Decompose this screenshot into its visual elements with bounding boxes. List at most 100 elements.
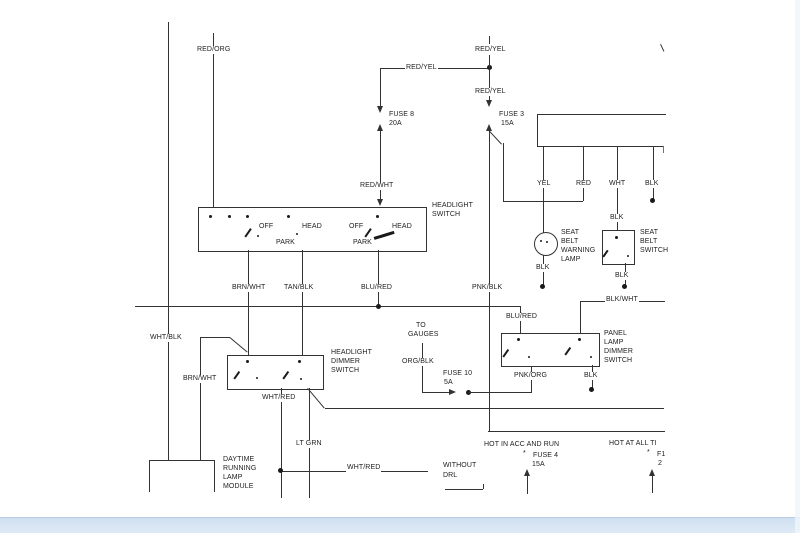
panel-lamp-dimmer-label: LAMP [603,339,625,347]
panel-lamp-dimmer-label: SWITCH [603,357,634,365]
to-gauges-label: TO [415,322,427,330]
switch-contact [578,338,581,341]
wire-pnk-blk-vertical [489,131,490,431]
switch-contact [256,377,258,379]
wire-label: WHT/BLK [149,334,183,342]
switch-position-label: HEAD [301,223,323,231]
wire-label: BLK [583,372,599,380]
wire-yel-vertical [543,146,544,286]
wire-wht-vertical [617,146,618,230]
without-drl-bracket-tick [483,484,484,489]
wire-label: RED/ORG [196,46,232,54]
wire-brn-wht-module-vertical [200,337,201,460]
panel-lamp-dimmer-label: PANEL [603,330,628,338]
fuse3-arrow-bottom-icon [486,124,492,131]
headlight-switch-entry-arrow-icon [377,199,383,206]
switch-contact [296,233,298,235]
wire-blk-wht-drop [580,301,581,333]
fuse-label: FUSE 3 [498,111,526,119]
wire-pnk-blk-bottom-horizontal [488,431,665,432]
without-drl-label: WITHOUT [442,462,478,470]
drl-module-right-edge [214,460,215,492]
seat-belt-warning-lamp-symbol [534,232,558,256]
power-label-hot-in-acc: HOT IN ACC AND RUN [483,441,561,449]
drl-module-label: MODULE [222,483,255,491]
switch-contact [590,356,592,358]
drl-module-label: LAMP [222,474,244,482]
blk-terminal-dot [622,284,627,289]
wire-blu-red-vertical [378,250,379,306]
seat-belt-warning-lamp-label: BELT [560,238,580,246]
wire-label: RED/YEL [474,46,507,54]
fuse-right-arrow-icon [649,469,655,476]
wire-fuse3-branch-vertical [503,143,504,201]
seat-belt-switch-label: BELT [639,238,659,246]
switch-contact [615,236,618,239]
wire-red-wht-vertical [380,131,381,201]
wire-fuse4-lead [527,476,528,494]
wire-label: PNK/BLK [471,284,504,292]
wire-tan-blk-vertical [302,250,303,355]
switch-contact [528,356,530,358]
fuse-rating-partial: 2 [657,460,663,468]
fuse-rating: 20A [388,120,403,128]
headlight-dimmer-switch-box [227,355,324,390]
wire-label: BLK/WHT [605,296,639,304]
connector-box-left-edge [537,114,538,146]
panel-lamp-dimmer-label: DIMMER [603,348,634,356]
wire-fuse10-left [422,392,449,393]
headlight-switch-label: SWITCH [431,211,462,219]
headlight-dimmer-label: HEADLIGHT [330,349,373,357]
fuse-label: FUSE 4 [532,452,560,460]
blk-terminal-dot [589,387,594,392]
power-label-hot-at-all-times: HOT AT ALL TI [608,440,658,448]
switch-position-label: HEAD [391,223,413,231]
junction-dot [278,468,283,473]
wire-wht-red-long-horizontal [325,408,664,409]
wire-brn-wht-vertical [248,250,249,355]
wire-label: WHT/RED [261,394,297,402]
switch-contact [376,215,379,218]
scan-right-edge [795,0,800,533]
scan-bottom-bar [0,517,800,533]
wire-label: PNK/ORG [513,372,548,380]
switch-contact [287,215,290,218]
connector-stub-wire [663,146,664,153]
fuse-label: FUSE 8 [388,111,416,119]
fuse-label: FUSE 10 [442,370,474,378]
switch-contact [228,215,231,218]
switch-position-label: OFF [258,223,275,231]
wire-blk-vertical [653,146,654,200]
switch-position-label: PARK [275,239,296,247]
to-gauges-label: GAUGES [407,331,440,339]
seat-belt-warning-lamp-label: LAMP [560,256,582,264]
wire-label: BRN/WHT [182,375,218,383]
wire-label: BLU/RED [505,313,539,321]
wire-brn-wht-branch-horizontal [200,337,230,338]
fuse-rating: 5A [443,379,454,387]
asterisk-mark: * [646,449,651,457]
switch-position-label: PARK [352,239,373,247]
stray-mark [660,44,665,52]
wire-label: YEL [536,180,552,188]
switch-contact [300,378,302,380]
wire-label: RED/YEL [474,88,507,96]
wire-org-blk-vertical [422,343,423,392]
wire-fuse8-upper [380,68,381,106]
switch-contact [246,215,249,218]
wire-red-yel-vertical [489,55,490,100]
fuse-rating: 15A [500,120,515,128]
wire-fuse10-right [468,392,531,393]
wire-blu-red-horizontal [135,306,520,307]
drl-module-left-edge [149,460,150,492]
lamp-mark [540,240,542,242]
wire-wht-blk-vertical [168,22,169,460]
fuse10-arrow-icon [449,389,456,395]
seat-belt-switch-label: SWITCH [639,247,670,255]
switch-contact [257,235,259,237]
wire-label: RED/YEL [405,64,438,72]
wire-label: BRN/WHT [231,284,267,292]
blk-terminal-dot [540,284,545,289]
seat-belt-switch-label: SEAT [639,229,660,237]
